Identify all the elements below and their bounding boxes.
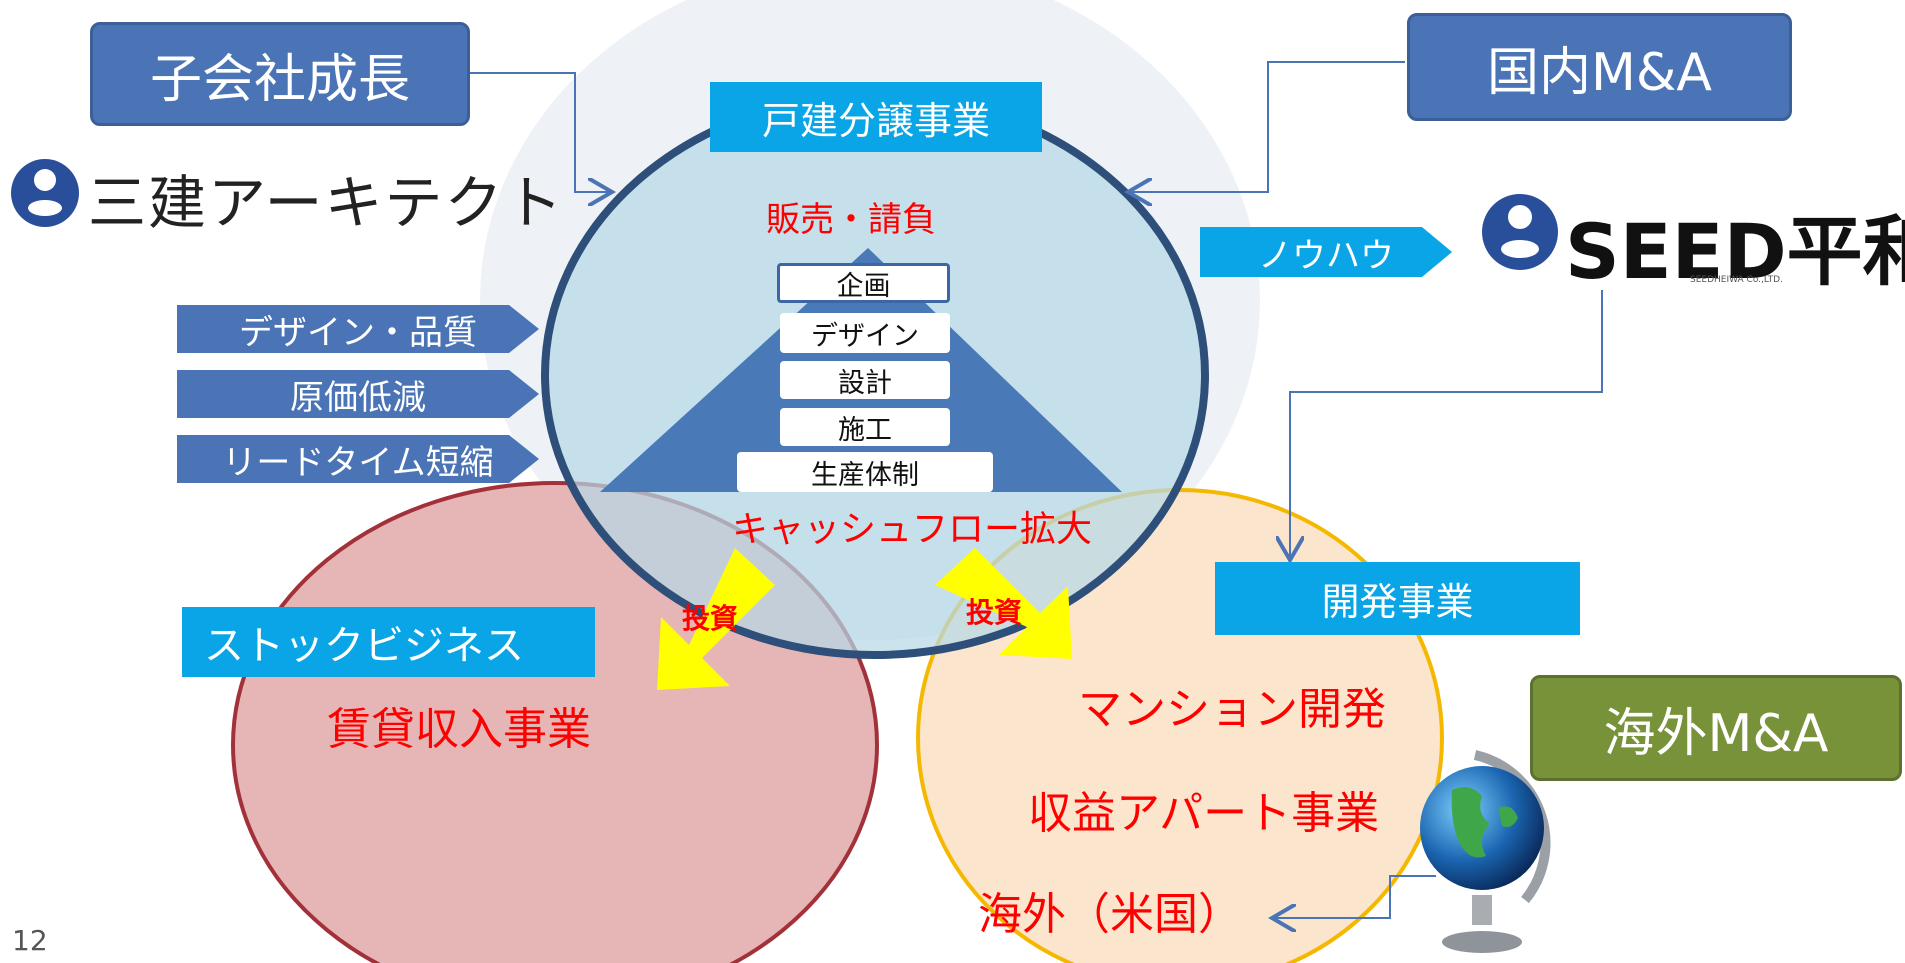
cashflow-text: キャッシュフロー拡大 <box>732 509 1093 550</box>
main-circle-label: 戸建分譲事業 <box>710 82 1042 152</box>
stock-business-label-text: ストックビジネス <box>204 623 524 669</box>
seed-logo-text: SEED平和 <box>1565 207 1905 296</box>
invest-arrow-left <box>657 548 775 690</box>
invest-label-right: 投資 <box>966 596 1023 629</box>
stock-business-label: ストックビジネス <box>182 607 595 677</box>
domestic-ma-box: 国内M&A <box>1407 13 1792 121</box>
tag-cost-reduction: 原価低減 <box>177 370 539 418</box>
seed-logo-subtext: SEEDHEIWA Co.,LTD. <box>1690 275 1783 285</box>
development-business-label-text: 開発事業 <box>1321 580 1474 624</box>
connector-subsidiary <box>470 72 612 192</box>
sanken-logo-icon <box>11 159 79 227</box>
pyramid-layer-construction: 施工 <box>780 408 950 446</box>
connector-seed <box>1290 290 1603 560</box>
pyramid-layer-engineering: 設計 <box>780 361 950 399</box>
subsidiary-growth-label: 子会社成長 <box>149 49 410 110</box>
tag-lead-time: リードタイム短縮 <box>177 435 539 483</box>
pyramid-layer-planning: 企画 <box>777 263 950 303</box>
sanken-logo-text: 三建アーキテクト <box>88 169 565 237</box>
page-number: 12 <box>12 924 48 957</box>
sales-contract-text: 販売・請負 <box>766 200 936 240</box>
condo-development-text: マンション開発 <box>1078 684 1386 735</box>
pyramid-layer-production: 生産体制 <box>737 452 993 492</box>
overseas-ma-box: 海外M&A <box>1530 675 1902 781</box>
overseas-us-text: 海外（米国） <box>978 889 1242 940</box>
pyramid-layer-design: デザイン <box>780 313 950 353</box>
main-circle-label-text: 戸建分譲事業 <box>761 98 990 143</box>
connector-overseas <box>1272 875 1436 918</box>
apartment-business-text: 収益アパート事業 <box>1028 788 1380 839</box>
development-business-label: 開発事業 <box>1215 562 1580 635</box>
subsidiary-growth-box: 子会社成長 <box>90 22 470 126</box>
overseas-ma-label: 海外M&A <box>1603 703 1829 764</box>
connector-domestic-ma <box>1128 61 1405 192</box>
tag-knowhow: ノウハウ <box>1200 227 1452 277</box>
invest-arrow-right <box>935 548 1072 659</box>
invest-label-left: 投資 <box>682 602 739 635</box>
globe-icon <box>1420 750 1551 953</box>
rental-income-text: 賃貸収入事業 <box>327 704 591 755</box>
tag-design-quality: デザイン・品質 <box>177 305 539 353</box>
seed-logo-icon <box>1482 194 1558 270</box>
domestic-ma-label: 国内M&A <box>1487 42 1712 103</box>
